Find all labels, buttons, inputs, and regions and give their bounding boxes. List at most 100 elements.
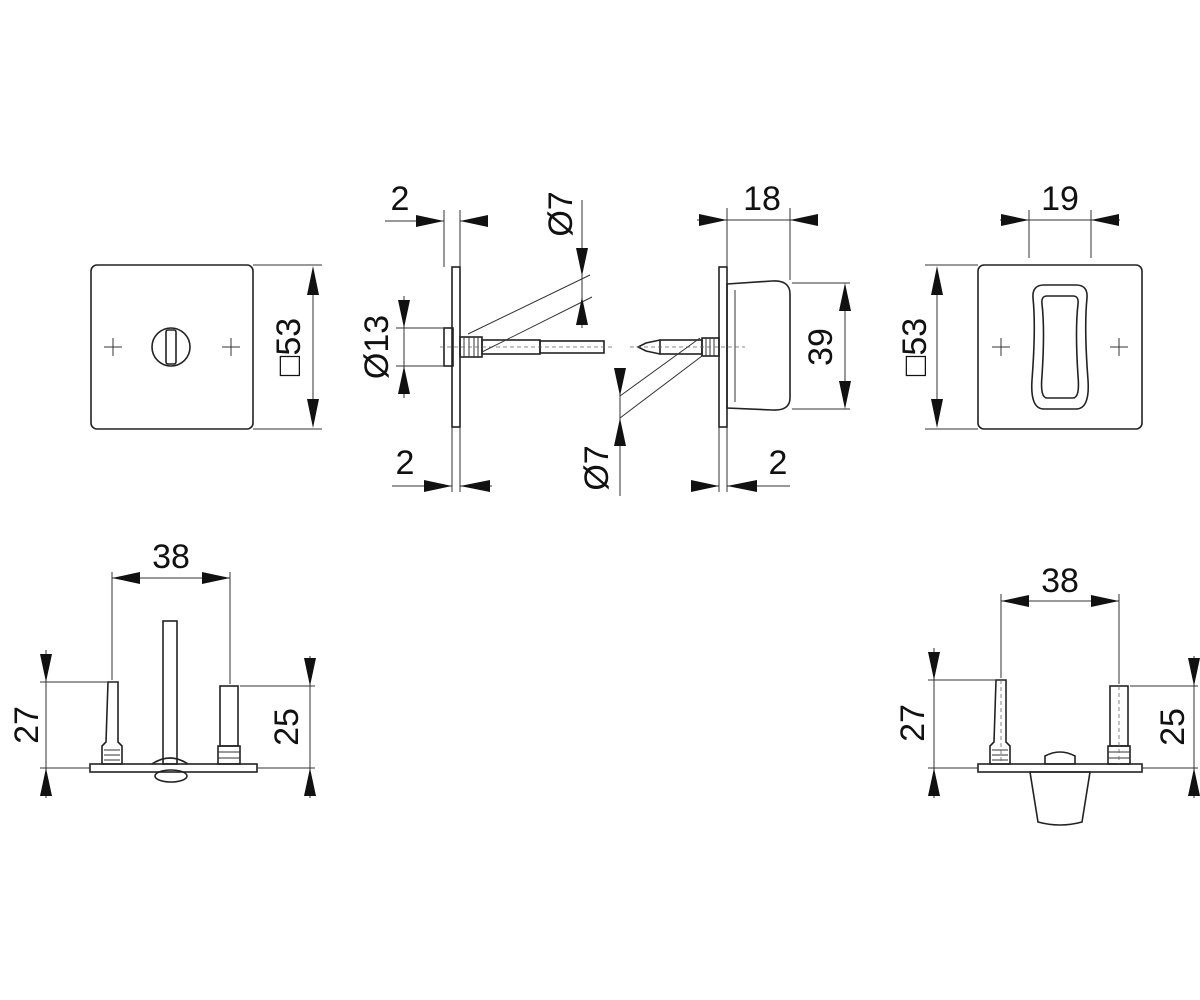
side-view-spindle: 2 2 Ø13 Ø7	[358, 180, 612, 492]
dim-arrow	[1091, 595, 1119, 607]
spacing-extension	[1000, 594, 1120, 684]
dim-arrow	[304, 658, 316, 686]
dim-arrow	[790, 214, 818, 226]
spindle-diameter-bottom-label: Ø7	[578, 445, 616, 490]
dim-arrow	[424, 480, 452, 492]
stud-left-thread	[104, 749, 120, 761]
height27-extension	[928, 679, 996, 769]
bottom-right-height-27-label: 27	[894, 704, 932, 742]
dim-arrow	[727, 480, 757, 492]
plate-thickness-right-label: 2	[769, 444, 788, 482]
bottom-right-knob-top	[1044, 751, 1076, 765]
turn-release-circle	[151, 327, 191, 367]
rosette-diameter-label: Ø13	[358, 315, 396, 379]
stud-left-thread	[992, 749, 1008, 761]
dim-arrow	[460, 480, 490, 492]
rosette-extension-lines	[396, 327, 444, 367]
thickness-extension-lines	[451, 427, 461, 492]
right-plate-outline	[977, 264, 1143, 430]
knob-outer	[1030, 284, 1090, 410]
stud-left	[989, 679, 1011, 765]
knob-width-extension	[1028, 210, 1092, 258]
spindle-diameter-top-label: Ø7	[542, 191, 580, 236]
knob-depth-extension	[726, 208, 791, 280]
dim-arrow	[839, 283, 851, 311]
plate-thickness-top-label: 2	[391, 180, 410, 218]
knob-depth-label: 18	[743, 180, 781, 218]
dim-arrow	[112, 572, 140, 584]
bottom-right-knob-body	[1029, 771, 1091, 826]
knob-body	[726, 280, 791, 411]
dim-arrow	[40, 768, 52, 796]
spindle-oblique-extension	[619, 337, 703, 419]
bottom-left-view: 38 27 25	[8, 538, 316, 798]
dim-arrow	[416, 215, 444, 227]
dim-arrow	[576, 297, 588, 325]
bottom-right-base	[977, 763, 1143, 773]
left-plate-outline	[90, 264, 254, 430]
dim-arrow	[1091, 214, 1119, 226]
right-plate-extension-lines	[925, 264, 978, 430]
bottom-right-height-25-label: 25	[1154, 708, 1192, 746]
bottom-left-spacing-label: 38	[152, 538, 190, 576]
stud-right-nut	[217, 745, 241, 765]
dim-arrow	[576, 248, 588, 276]
spacing-extension	[111, 572, 231, 684]
screw-mark-right	[1110, 338, 1128, 356]
dim-arrow	[398, 366, 410, 394]
spindle-oblique-extension	[467, 274, 593, 353]
knob-height-label: 39	[802, 328, 840, 366]
dim-arrow	[928, 652, 940, 680]
dim-arrow	[1001, 595, 1029, 607]
knob-spindle-tip	[636, 339, 661, 355]
dim-arrow	[691, 480, 719, 492]
dim-arrow	[931, 399, 943, 428]
screw-mark-left	[104, 338, 122, 356]
screw-mark-right	[222, 338, 240, 356]
knob-width-label: 19	[1041, 180, 1079, 218]
bottom-right-spacing-label: 38	[1041, 562, 1079, 600]
bottom-left-washer	[154, 769, 188, 783]
dim-arrow	[304, 768, 316, 796]
bottom-left-spindle	[162, 620, 178, 765]
left-plate-front-view: □53	[90, 264, 322, 430]
dim-arrow	[398, 300, 410, 328]
screw-mark-left	[992, 338, 1010, 356]
dim-arrow	[614, 368, 626, 396]
knob-inner	[1040, 295, 1080, 399]
dim-arrow	[1188, 768, 1200, 796]
dim-arrow	[40, 654, 52, 682]
dim-arrow	[460, 215, 488, 227]
plate-thickness-bottom-label: 2	[396, 444, 415, 482]
bottom-left-height-27-label: 27	[8, 706, 46, 744]
dim-arrow	[202, 572, 230, 584]
bottom-left-height-25-label: 25	[268, 708, 306, 746]
height27-extension	[40, 681, 108, 769]
bottom-right-view: 38 27 25	[894, 562, 1200, 826]
stud-right-thread	[218, 751, 240, 759]
dim-arrow	[1001, 214, 1029, 226]
side-view-knob: 18 39 2 Ø7	[578, 180, 851, 496]
dim-arrow	[614, 418, 626, 446]
knob-height-extension	[792, 282, 850, 410]
dim-arrow	[307, 399, 319, 428]
right-plate-square-label: □53	[896, 318, 934, 376]
left-plate-extension-lines	[253, 264, 322, 430]
thickness-extension-lines	[443, 210, 461, 267]
dim-arrow	[839, 381, 851, 409]
dim-arrow	[1188, 658, 1200, 686]
right-plate-front-view: 19 □53	[896, 180, 1143, 430]
turn-release-slot	[165, 329, 177, 365]
stud-right-nut	[1107, 745, 1131, 765]
left-plate-square-label: □53	[270, 318, 308, 376]
stud-right	[219, 685, 239, 747]
thickness-extension-lines	[718, 427, 728, 492]
dim-arrow	[931, 266, 943, 295]
dim-arrow	[699, 214, 727, 226]
bottom-left-rosette	[151, 757, 189, 765]
height25-extension	[240, 685, 315, 769]
dim-arrow	[928, 768, 940, 796]
stud-left	[101, 681, 123, 765]
dim-arrow	[307, 266, 319, 295]
